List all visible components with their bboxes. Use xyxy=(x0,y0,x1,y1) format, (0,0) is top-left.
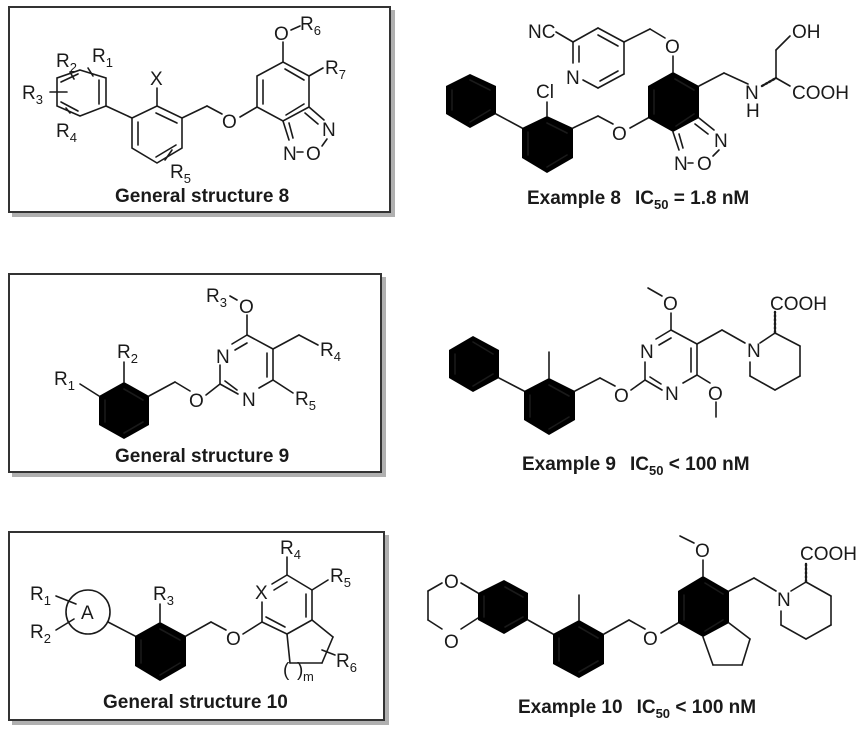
r1-label: R1 xyxy=(92,46,113,70)
benzofurazan-ring xyxy=(648,72,699,132)
n-ring-label-2: N xyxy=(674,154,688,175)
dioxane-o2-label: O xyxy=(444,632,459,653)
tolyl-ring xyxy=(553,620,604,678)
oh-label: OH xyxy=(792,22,821,43)
example-9-caption: Example 9 IC50 < 100 nM xyxy=(522,454,750,478)
n-ring-label-1: N xyxy=(322,120,336,141)
m-label: m xyxy=(303,669,314,684)
cooh-label: COOH xyxy=(770,294,827,315)
x-label: X xyxy=(150,69,163,90)
r2-label: R2 xyxy=(56,51,77,75)
example-10-caption: Example 10 IC50 < 100 nM xyxy=(518,697,756,721)
o-bottom-label: O xyxy=(708,384,723,405)
r5-label: R5 xyxy=(170,162,191,186)
r2-label: R2 xyxy=(117,342,138,366)
indane-ring xyxy=(678,576,729,637)
pyrimidine-n2-label: N xyxy=(665,384,679,405)
ic50-value: = 1.8 nM xyxy=(673,188,750,209)
pyridine-n-label: N xyxy=(566,68,580,89)
ic50-label: IC50 xyxy=(636,697,671,721)
piperidine-n-label: N xyxy=(747,341,761,362)
dioxane-o1-label: O xyxy=(444,572,459,593)
r5-label: R5 xyxy=(330,566,351,590)
ring-a-label: A xyxy=(81,603,94,624)
o-linker-label: O xyxy=(189,391,204,412)
o-top-label: O xyxy=(663,294,678,315)
r7-label: R7 xyxy=(325,58,346,82)
n-ring-label-2: N xyxy=(283,144,297,165)
example-10-name: Example 10 xyxy=(518,697,623,718)
r2-label: R2 xyxy=(30,622,51,646)
ic50-label: IC50 xyxy=(635,188,669,212)
cooh-label: COOH xyxy=(792,83,849,104)
nitrile-label: NC xyxy=(528,22,555,43)
o-ring-label: O xyxy=(697,154,712,175)
r3-label: R3 xyxy=(153,584,174,608)
o-r3-label: O xyxy=(239,297,254,318)
o-linker-label: O xyxy=(222,112,237,133)
example-8-name: Example 8 xyxy=(527,188,621,209)
example-9-name: Example 9 xyxy=(522,454,616,475)
pyrimidine-n1-label: N xyxy=(216,347,230,368)
r4-label: R4 xyxy=(280,538,301,562)
r1-label: R1 xyxy=(30,584,51,608)
paren-close-label: ) xyxy=(297,660,303,681)
benzodioxane-ring xyxy=(478,580,528,634)
general-structure-9-caption: General structure 9 xyxy=(115,446,290,467)
r5-label: R5 xyxy=(295,389,316,413)
o-linker-label: O xyxy=(614,386,629,407)
o-linker-label: O xyxy=(612,124,627,145)
paren-open-label: ( xyxy=(283,660,290,681)
ic50-value: < 100 nM xyxy=(675,697,757,718)
example-8-caption: Example 8 IC50 = 1.8 nM xyxy=(527,188,749,212)
o-methoxy-label: O xyxy=(695,541,710,562)
ic50-value: < 100 nM xyxy=(668,454,750,475)
r6-label: R6 xyxy=(336,651,357,675)
ic50-label: IC50 xyxy=(630,454,664,478)
r6-label: R6 xyxy=(300,14,321,38)
nh-h-label: H xyxy=(746,101,760,122)
nh-n-label: N xyxy=(745,83,759,104)
r3-label: R3 xyxy=(22,83,43,107)
o-ether-label: O xyxy=(665,37,680,58)
pyrimidine-n2-label: N xyxy=(242,390,256,411)
n-ring-label-1: N xyxy=(714,131,728,152)
o-linker-label: O xyxy=(226,629,241,650)
x-label: X xyxy=(255,583,268,604)
o-ring-label: O xyxy=(306,144,321,165)
general-structure-9-box xyxy=(8,273,382,473)
ring-a-circle xyxy=(65,589,111,635)
r1-label: R1 xyxy=(54,369,75,393)
o-linker-label: O xyxy=(643,629,658,650)
general-structure-8-caption: General structure 8 xyxy=(115,186,290,207)
o-r6-label: O xyxy=(274,24,289,45)
cl-label: Cl xyxy=(536,82,554,103)
pyrimidine-n1-label: N xyxy=(640,342,654,363)
r4-label: R4 xyxy=(56,121,77,145)
r4-label: R4 xyxy=(320,340,341,364)
piperidine-n-label: N xyxy=(777,590,791,611)
phenyl-ring-r xyxy=(56,69,107,117)
r3-label: R3 xyxy=(206,286,227,310)
general-structure-10-caption: General structure 10 xyxy=(103,692,288,713)
cooh-label: COOH xyxy=(800,544,857,565)
